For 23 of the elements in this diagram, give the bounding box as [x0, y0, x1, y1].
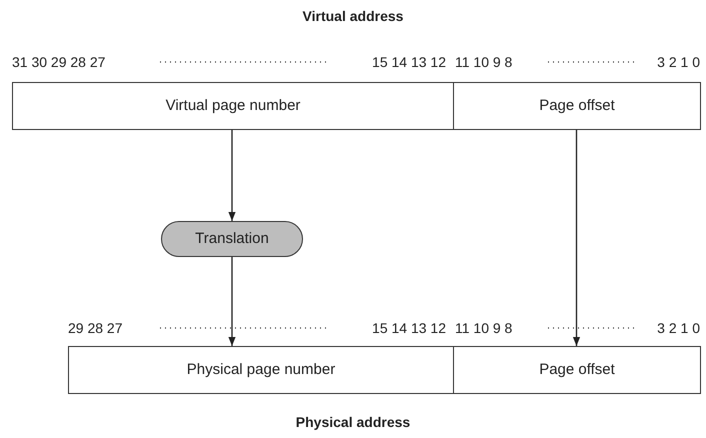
- field-label: Page offset: [539, 360, 615, 380]
- bit-field-box: [12, 82, 454, 130]
- arrow: [572, 130, 580, 346]
- field-label: Virtual page number: [166, 96, 300, 116]
- bit-numbers: 29 28 27: [68, 319, 122, 338]
- field-label: Translation: [195, 228, 269, 249]
- arrow: [228, 130, 236, 221]
- bit-field-box: [68, 346, 454, 394]
- process-pill: [161, 221, 303, 257]
- diagram-caption: Physical address: [296, 413, 410, 432]
- bit-field-box: [453, 82, 701, 130]
- field-label: Page offset: [539, 96, 615, 116]
- arrow: [228, 257, 236, 346]
- field-label: Physical page number: [186, 360, 336, 380]
- diagram-title: Virtual address: [302, 7, 404, 26]
- bit-numbers: 15 14 13 12: [372, 319, 446, 338]
- bit-numbers: 15 14 13 12: [372, 53, 446, 72]
- bit-numbers: 11 10 9 8: [455, 53, 512, 72]
- bit-numbers: 3 2 1 0: [657, 53, 700, 72]
- bit-numbers: 11 10 9 8: [455, 319, 512, 338]
- bit-field-box: [453, 346, 701, 394]
- bit-numbers: 3 2 1 0: [657, 319, 700, 338]
- bit-numbers: 31 30 29 28 27: [12, 53, 106, 72]
